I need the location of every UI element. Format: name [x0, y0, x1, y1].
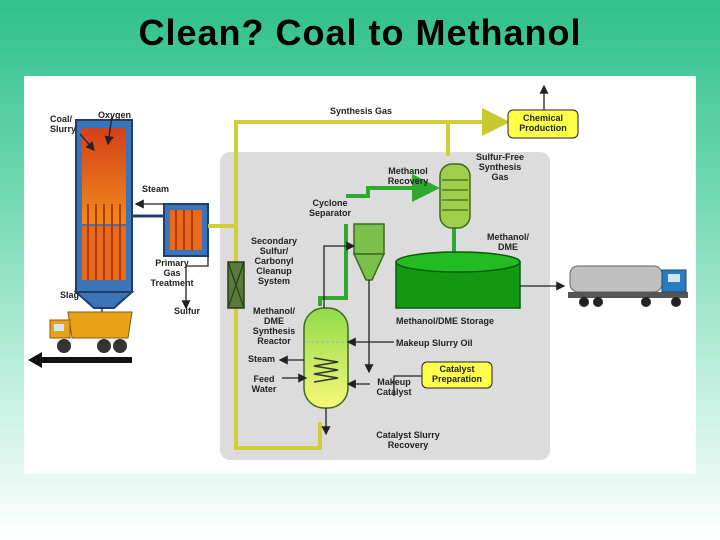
label-line: Preparation: [432, 374, 482, 384]
label-line: Cleanup: [256, 266, 292, 276]
methanol-recovery-column: [439, 163, 471, 229]
label-line: Makeup Slurry Oil: [396, 338, 473, 348]
label-line: Sulfur/: [260, 246, 289, 256]
label-line: Production: [519, 123, 567, 133]
catalyst-preparation-box: [421, 361, 493, 389]
cyclone-separator: [352, 223, 386, 281]
label-line: Coal/: [50, 114, 73, 124]
gasifier: [73, 119, 135, 309]
label-line: Methanol/: [487, 232, 529, 242]
label-line: Separator: [309, 208, 352, 218]
label-line: DME: [498, 242, 518, 252]
label-line: Steam: [142, 184, 169, 194]
label-line: Methanol: [388, 166, 428, 176]
label-line: Slurry: [50, 124, 76, 134]
slag-label: Slag: [60, 290, 79, 300]
label-line: Synthesis: [253, 326, 296, 336]
storage-tank: [395, 251, 521, 309]
label-line: DME: [264, 316, 284, 326]
label-line: Chemical: [523, 113, 563, 123]
label-line: Sulfur: [174, 306, 200, 316]
label-line: Cyclone: [312, 198, 347, 208]
label-line: Catalyst Slurry: [376, 430, 440, 440]
steam-reactor-label: Steam: [248, 354, 275, 364]
label-line: Catalyst: [376, 387, 411, 397]
coal-arrow: [79, 133, 95, 151]
label-line: Slag: [60, 290, 79, 300]
catalyst-loop: [393, 375, 424, 396]
oxygen-label: Oxygen: [98, 110, 131, 120]
steam-label: Steam: [142, 184, 169, 194]
label-line: Catalyst: [439, 364, 474, 374]
chemical-production-box: [507, 109, 579, 139]
label-line: Steam: [248, 354, 275, 364]
coal-slurry-label: Coal/Slurry: [50, 114, 76, 134]
heat-exchanger: [132, 203, 209, 257]
label-line: Recovery: [388, 440, 429, 450]
synthesis-gas-lines: [208, 120, 500, 450]
reactor-to-cyclone: [323, 241, 356, 308]
synthesis-gas-label: Synthesis Gas: [330, 106, 392, 116]
label-line: Secondary: [251, 236, 297, 246]
label-line: Primary: [155, 258, 189, 268]
oxygen-arrow: [104, 115, 114, 146]
cleanup-unit: [227, 261, 245, 309]
label-line: Feed: [253, 374, 274, 384]
process-diagram: Coal/Slurry Oxygen Steam PrimaryGasTreat…: [28, 84, 688, 460]
label-line: Gas: [163, 268, 180, 278]
label-line: Oxygen: [98, 110, 131, 120]
makeup-slurry-oil-label: Makeup Slurry Oil: [396, 338, 473, 348]
label-line: Methanol/: [253, 306, 295, 316]
label-line: Recovery: [388, 176, 429, 186]
label-line: Reactor: [257, 336, 291, 346]
label-line: Water: [252, 384, 277, 394]
sulfur-label: Sulfur: [174, 306, 200, 316]
dump-truck-icon: [49, 311, 133, 353]
slide-title: Clean? Coal to Methanol: [138, 12, 582, 53]
label-line: Treatment: [150, 278, 193, 288]
label-line: Sulfur-Free: [476, 152, 524, 162]
label-line: System: [258, 276, 290, 286]
label-line: Synthesis Gas: [330, 106, 392, 116]
label-line: Gas: [491, 172, 508, 182]
methanol-dme-label: Methanol/DME: [487, 232, 529, 252]
label-line: Carbonyl: [254, 256, 293, 266]
storage-label: Methanol/DME Storage: [396, 316, 494, 326]
label-line: Methanol/DME Storage: [396, 316, 494, 326]
tanker-truck-icon: [568, 265, 688, 307]
label-line: Synthesis: [479, 162, 522, 172]
primary-gas-link: [185, 256, 209, 286]
synthesis-reactor: [303, 307, 349, 409]
slag-out-arrow: [28, 352, 132, 368]
label-line: Makeup: [377, 377, 411, 387]
